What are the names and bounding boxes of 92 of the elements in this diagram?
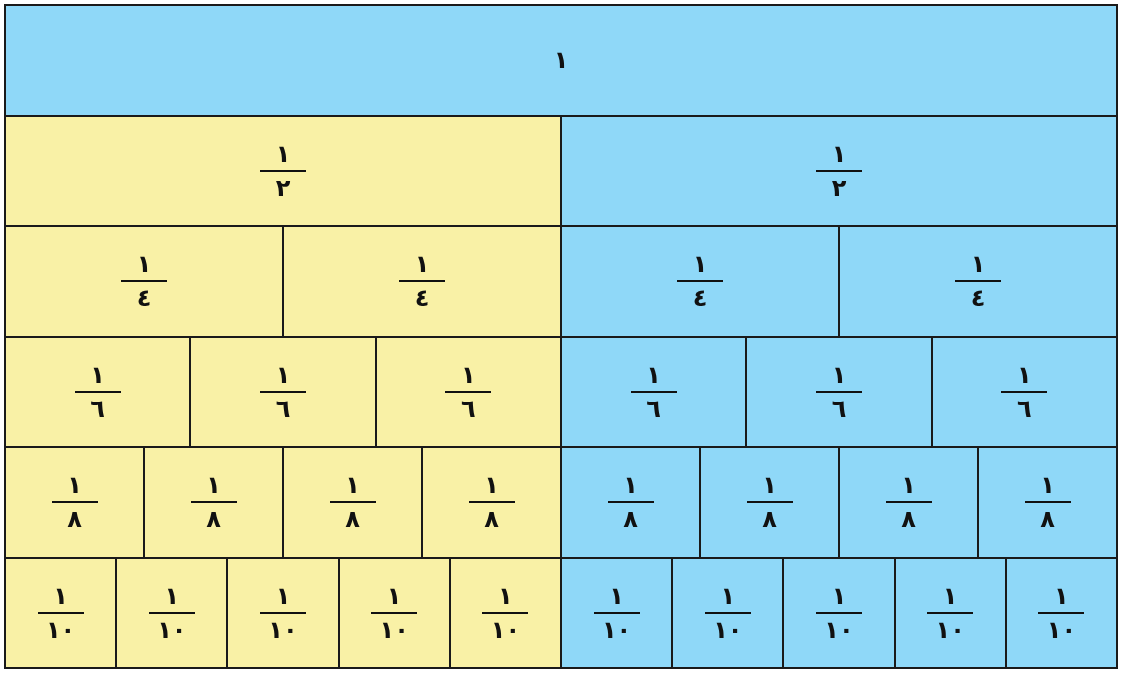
fraction-cell [838,446,979,559]
denominator: ١٠ [379,615,409,644]
numerator: ١ [901,471,916,500]
denominator: ٨ [67,505,82,534]
denominator: ٢ [275,173,291,202]
fraction-cell [189,335,377,448]
denominator: ٦ [90,394,105,423]
numerator: ١ [53,581,68,610]
denominator: ٤ [136,284,152,313]
fraction-cell [560,335,748,448]
numerator: ١ [762,471,777,500]
numerator: ١ [623,471,638,500]
numerator: ١ [646,360,661,389]
fraction-cell [374,335,562,448]
denominator: ٨ [484,505,499,534]
numerator: ١ [1054,581,1069,610]
whole-label: ١ [553,46,569,75]
numerator: ١ [720,581,736,610]
denominator: ٦ [461,394,476,423]
numerator: ١ [67,471,82,500]
denominator: ١٠ [490,615,521,644]
fraction-cell [977,446,1118,559]
numerator: ١ [831,581,847,610]
fraction-cell [930,335,1118,448]
numerator: ١ [461,360,476,389]
denominator: ٨ [345,505,360,534]
numerator: ١ [942,581,958,610]
denominator: ١٠ [601,615,632,644]
denominator: ٤ [692,284,708,313]
fraction-cell [448,556,562,669]
numerator: ١ [386,581,402,610]
fraction-cell [560,446,701,559]
numerator: ١ [164,581,180,610]
numerator: ١ [609,581,624,610]
denominator: ٨ [206,505,221,534]
denominator: ٢ [831,173,847,202]
numerator: ١ [484,471,499,500]
numerator: ١ [275,360,291,389]
fraction-cell [782,556,896,669]
fraction-cell [143,446,284,559]
fraction-cell [4,335,192,448]
numerator: ١ [136,250,152,279]
fraction-cell [337,556,451,669]
denominator: ٨ [762,505,777,534]
fraction-cell [226,556,340,669]
fraction-cell [4,114,562,227]
fraction-cell [4,225,284,338]
denominator: ١٠ [45,615,76,644]
numerator: ١ [414,250,430,279]
denominator: ٤ [970,284,986,313]
numerator: ١ [970,250,986,279]
denominator: ٤ [414,284,430,313]
numerator: ١ [345,471,360,500]
numerator: ١ [1040,471,1055,500]
fraction-cell [1004,556,1118,669]
fraction-cell [560,225,840,338]
fraction-cell [115,556,229,669]
denominator: ٦ [275,394,291,423]
numerator: ١ [275,139,291,168]
numerator: ١ [831,360,847,389]
denominator: ١٠ [268,615,298,644]
fraction-cell [893,556,1007,669]
whole-bar [4,4,1118,117]
denominator: ٨ [623,505,638,534]
numerator: ١ [275,581,291,610]
denominator: ١٠ [935,615,965,644]
denominator: ١٠ [1046,615,1077,644]
denominator: ١٠ [713,615,743,644]
denominator: ١٠ [157,615,187,644]
fraction-cell [421,446,562,559]
numerator: ١ [831,139,847,168]
fraction-cell [282,446,423,559]
fraction-cell [4,556,118,669]
denominator: ٨ [1040,505,1055,534]
fraction-cell [4,446,145,559]
denominator: ٨ [901,505,916,534]
fraction-cell [282,225,562,338]
numerator: ١ [692,250,708,279]
denominator: ١٠ [824,615,854,644]
denominator: ٦ [831,394,847,423]
fraction-cell [560,114,1118,227]
fraction-cell [560,556,674,669]
numerator: ١ [1017,360,1032,389]
numerator: ١ [90,360,105,389]
fraction-cell [671,556,785,669]
fraction-cell [699,446,840,559]
numerator: ١ [206,471,221,500]
denominator: ٦ [646,394,661,423]
fraction-cell [745,335,933,448]
denominator: ٦ [1017,394,1032,423]
numerator: ١ [498,581,513,610]
fraction-cell [838,225,1118,338]
